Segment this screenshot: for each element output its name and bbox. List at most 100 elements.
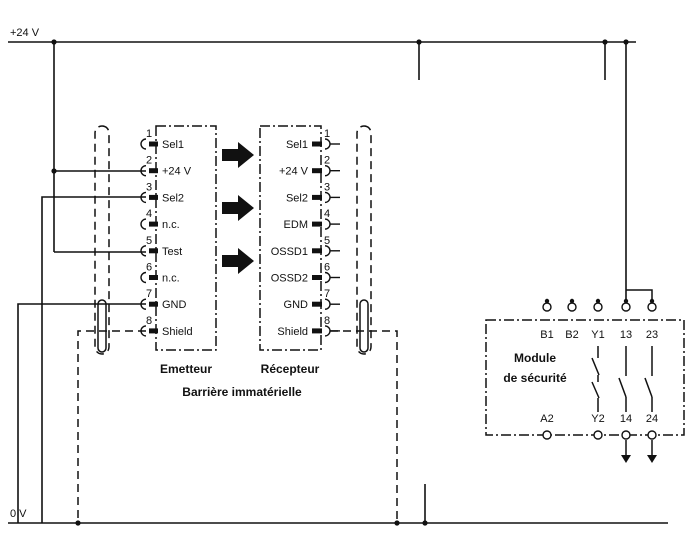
pin-number: 6 [146, 262, 152, 274]
terminal-icon [647, 430, 657, 440]
connector-pin-icon [149, 194, 158, 200]
junction-dot [602, 39, 608, 45]
junction-dot [416, 39, 422, 45]
pin-label: n.c. [162, 273, 180, 285]
terminal-icon [621, 430, 631, 440]
module-terminal: Y1 [591, 298, 605, 341]
connector-socket-icon [324, 218, 331, 230]
pin-number: 3 [324, 181, 330, 193]
emitter-box [155, 125, 217, 351]
module-bottom-terminals: A2 Y2 14 24 [540, 413, 658, 440]
pin-label: Sel2 [286, 192, 308, 204]
beam-arrows [222, 142, 254, 274]
junction-dot [649, 298, 655, 304]
terminal-icon [621, 302, 631, 312]
connector-socket-icon [140, 271, 147, 284]
pin-number: 1 [324, 128, 330, 140]
receiver-pin: 2+24 V [279, 155, 340, 178]
shield-solid-ovals [97, 299, 369, 353]
junction-dot [394, 520, 400, 526]
emitter-pin: 2+24 V [140, 155, 192, 178]
beam-arrow-icon [222, 142, 254, 168]
junction-dot [623, 298, 629, 304]
terminal-icon [647, 302, 657, 312]
terminal-label: B1 [540, 329, 553, 341]
terminal-icon [593, 302, 603, 312]
terminal-label: Y1 [591, 329, 604, 341]
module-terminal: 14 [620, 413, 632, 440]
terminal-label: 24 [646, 413, 658, 425]
pin-label: Sel1 [286, 139, 308, 151]
pin-label: GND [162, 299, 187, 311]
pin-number: 4 [146, 208, 152, 220]
connector-pin-icon [312, 194, 322, 200]
emitter-cable-outline [94, 125, 110, 355]
connector-pin-icon [149, 141, 158, 147]
connector-pin-icon [312, 248, 322, 254]
power-rails [8, 41, 668, 524]
connector-socket-icon [324, 298, 331, 310]
pin-label: Shield [162, 326, 193, 338]
wire-emitter-sel2 [41, 196, 146, 523]
connector-pin-icon [312, 328, 322, 334]
connector-pin-icon [312, 168, 322, 174]
beam-arrow-icon [222, 248, 254, 274]
pin-label: +24 V [162, 166, 192, 178]
module-terminal: Y2 [591, 413, 605, 440]
arrow-down-icon [621, 455, 631, 463]
connector-pin-icon [149, 221, 158, 227]
pin-label: Test [162, 246, 182, 258]
pin-number: 3 [146, 181, 152, 193]
rail-junctions [51, 39, 629, 526]
pin-label: OSSD1 [271, 246, 308, 258]
barrier-label: Barrière immatérielle [182, 385, 302, 399]
connector-socket-icon [324, 245, 331, 257]
module-terminal: A2 [540, 413, 554, 440]
terminal-label: 14 [620, 413, 632, 425]
connector-socket-icon [140, 298, 147, 310]
rail-24v-label: +24 V [10, 27, 40, 39]
terminal-icon [542, 302, 552, 312]
beam-arrow-icon [222, 195, 254, 221]
receiver-cable-outline [356, 125, 372, 355]
pin-number: 8 [146, 315, 152, 327]
module-title-line2: de sécurité [503, 371, 567, 385]
emitter-pin: 4 n.c. [140, 208, 180, 231]
connector-socket-icon [140, 191, 147, 204]
pin-label: Shield [277, 326, 308, 338]
pin-label: Sel2 [162, 192, 184, 204]
connector-socket-icon [324, 191, 331, 204]
contact-y1-blade-b [591, 381, 600, 399]
receiver-cable-oval [359, 299, 369, 353]
terminal-label: 23 [646, 329, 658, 341]
pin-number: 7 [146, 288, 152, 300]
connector-socket-icon [324, 325, 331, 337]
module-output-arrows [621, 455, 657, 463]
pin-label: n.c. [162, 219, 180, 231]
connector-pin-icon [312, 141, 322, 147]
pin-number: 7 [324, 288, 330, 300]
connector-pin-icon [312, 301, 322, 307]
terminal-icon [567, 302, 577, 312]
arrow-down-icon [647, 455, 657, 463]
wire-emitter-gnd [17, 303, 146, 523]
connector-pin-icon [312, 275, 322, 280]
pin-number: 5 [146, 235, 152, 247]
terminal-icon [542, 430, 552, 440]
connector-socket-icon [140, 245, 147, 257]
connector-socket-icon [140, 138, 147, 150]
